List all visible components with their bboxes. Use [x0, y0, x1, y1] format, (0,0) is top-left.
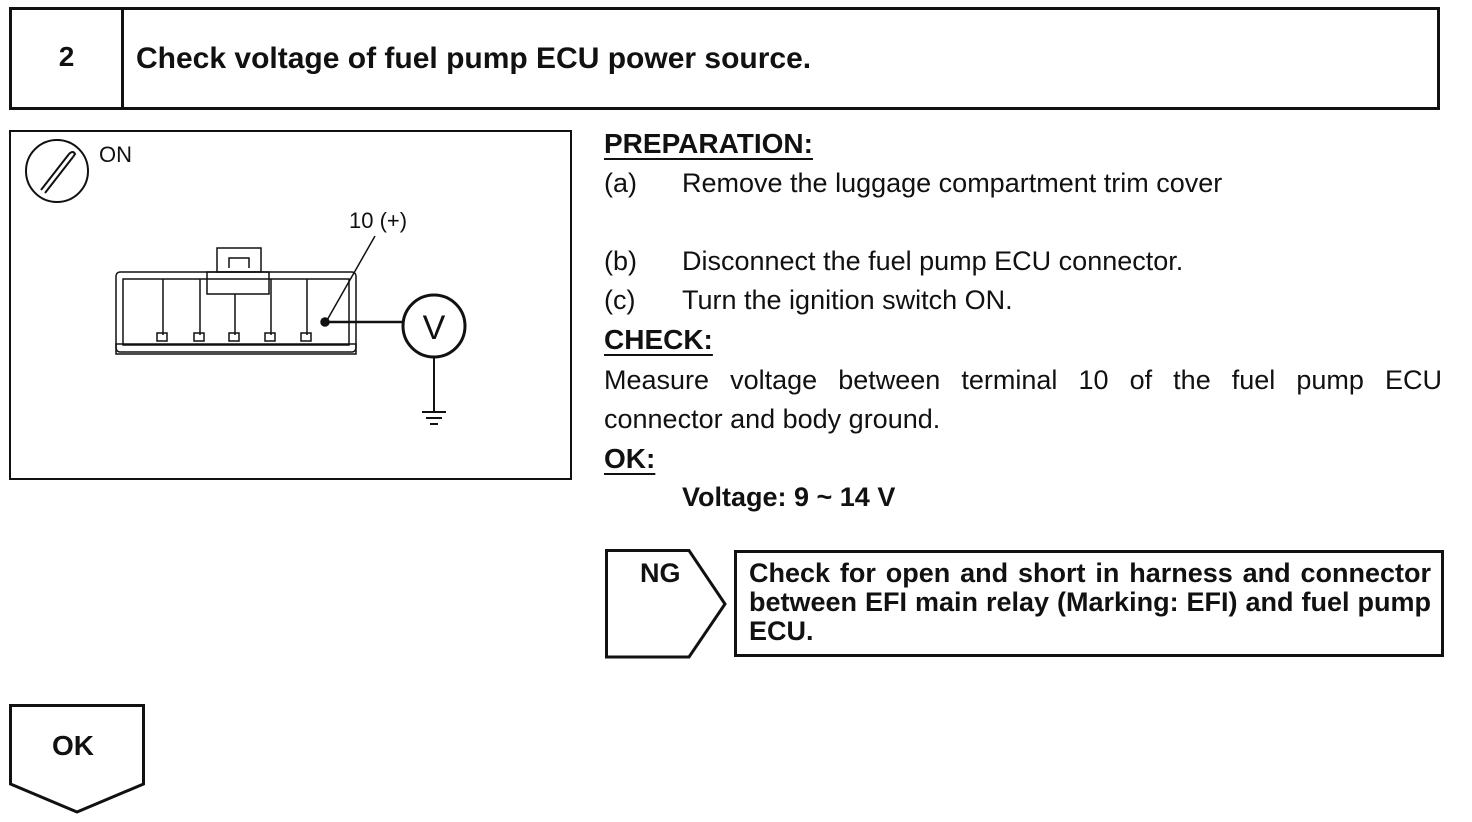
step-header: 2 Check voltage of fuel pump ECU power s… [9, 7, 1440, 110]
wiring-diagram: ON 10 (+) [9, 130, 572, 480]
voltmeter-icon: V [401, 293, 467, 359]
prep-marker-a: (a) [604, 168, 637, 198]
preparation-heading: PREPARATION: [604, 128, 813, 159]
step-title: Check voltage of fuel pump ECU power sou… [136, 41, 812, 75]
ng-arrow-flag [605, 549, 727, 659]
ok-flow-label: OK [52, 730, 94, 761]
check-heading: CHECK: [604, 324, 713, 355]
ground-icon [422, 411, 446, 425]
prep-marker-c: (c) [604, 285, 636, 315]
terminal-label: 10 (+) [349, 208, 407, 233]
prep-marker-b: (b) [604, 246, 637, 276]
connector-icon [115, 247, 357, 355]
check-line-2: connector and body ground. [604, 404, 941, 434]
voltmeter-label: V [423, 309, 446, 347]
check-line-1: Measure voltage between terminal 10 of t… [604, 365, 1442, 395]
prep-step-c: Turn the ignition switch ON. [682, 285, 1013, 315]
prep-step-b: Disconnect the fuel pump ECU connector. [682, 246, 1184, 276]
ng-action-box: Check for open and short in harness and … [734, 550, 1444, 657]
ok-arrow-flag [9, 704, 145, 814]
ignition-key-icon [25, 139, 89, 203]
ok-heading: OK: [604, 443, 656, 474]
ok-voltage-spec: Voltage: 9 ~ 14 V [682, 482, 896, 512]
step-number: 2 [12, 10, 124, 107]
ng-label: NG [640, 558, 681, 588]
prep-step-a: Remove the luggage compartment trim cove… [682, 168, 1223, 198]
ignition-on-label: ON [99, 142, 132, 167]
terminal-leader-line [325, 235, 376, 323]
